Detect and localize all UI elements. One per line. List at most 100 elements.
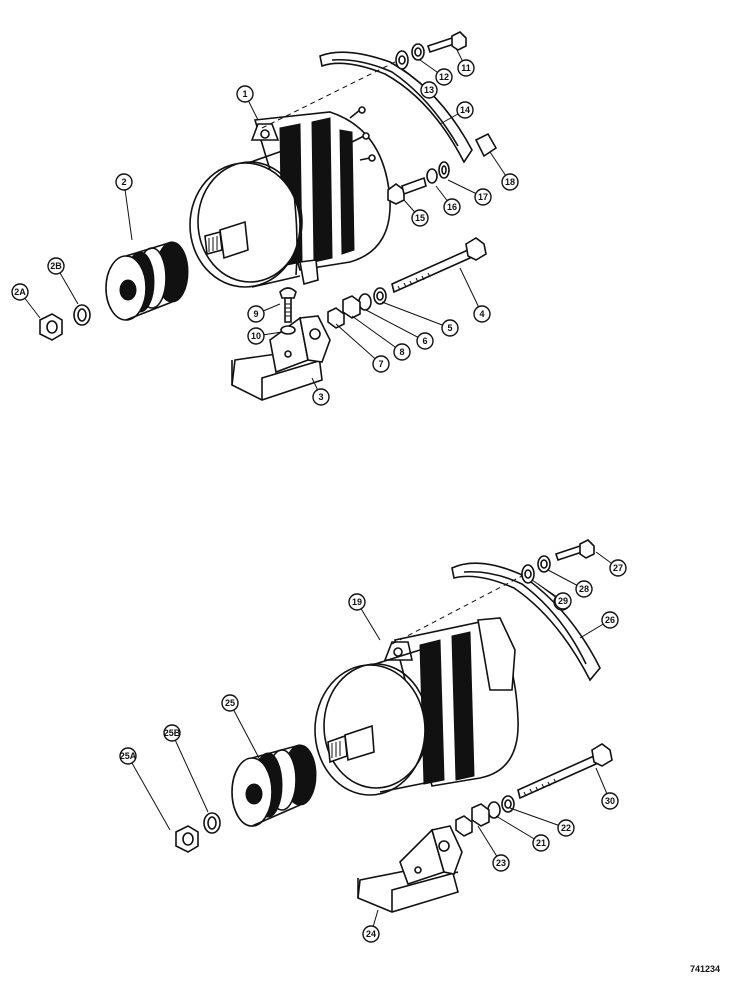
leader-line-25: [229, 702, 261, 761]
callout-10: 10: [247, 327, 283, 345]
lower-assembly: [175, 539, 613, 913]
callout-circle-8: [393, 343, 411, 361]
callout-26: 26: [579, 611, 619, 639]
leader-line-7: [335, 323, 382, 365]
leader-line-21: [495, 815, 542, 844]
callout-label-2: 2: [121, 177, 126, 187]
adjusting-strap-lower: [451, 562, 601, 682]
callout-circle-25b: [163, 724, 181, 742]
callout-15: 15: [403, 199, 429, 227]
callout-4: 4: [459, 267, 491, 323]
callout-2a: 2A: [11, 283, 41, 319]
callout-label-2a: 2A: [14, 287, 26, 297]
callout-label-25: 25: [225, 698, 235, 708]
callout-label-18: 18: [505, 177, 515, 187]
callout-circle-23: [492, 854, 510, 872]
callout-label-23: 23: [496, 858, 506, 868]
callout-5: 5: [381, 301, 459, 337]
callout-label-4: 4: [479, 309, 484, 319]
callout-19: 19: [348, 593, 381, 641]
callout-17: 17: [447, 179, 492, 206]
long-bolt-lower: [517, 743, 613, 800]
callout-circle-26: [601, 611, 619, 629]
nut-23a: [471, 803, 490, 827]
callout-circle-14: [456, 101, 474, 119]
callout-label-6: 6: [422, 336, 427, 346]
callout-label-19: 19: [352, 597, 362, 607]
leader-line-6: [365, 309, 426, 342]
callout-circle-10: [247, 327, 265, 345]
callout-1: 1: [236, 85, 259, 121]
callout-16: 16: [435, 185, 461, 216]
callout-label-24: 24: [366, 929, 376, 939]
callout-circle-25: [221, 694, 239, 712]
nut-8: [342, 295, 361, 319]
callout-circle-25a: [119, 747, 137, 765]
alternator-upper: [189, 106, 391, 288]
callout-25: 25: [221, 694, 261, 761]
callout-25a: 25A: [119, 747, 171, 831]
callout-label-1: 1: [242, 89, 247, 99]
callout-circle-18: [501, 173, 519, 191]
callout-label-22: 22: [561, 823, 571, 833]
callout-circle-24: [362, 925, 380, 943]
callout-8: 8: [351, 315, 411, 361]
callout-circle-17: [474, 188, 492, 206]
callout-11: 11: [455, 47, 475, 77]
callout-6: 6: [365, 309, 434, 350]
callout-label-7: 7: [378, 359, 383, 369]
lock-washer-lower: [203, 812, 221, 834]
callout-circle-11: [457, 59, 475, 77]
callout-29: 29: [531, 579, 572, 610]
nut-lower: [175, 825, 199, 853]
callout-circle-30: [601, 792, 619, 810]
callout-14: 14: [439, 101, 474, 125]
callout-3: 3: [311, 377, 330, 406]
leader-line-25b: [171, 732, 209, 813]
callout-label-28: 28: [579, 584, 589, 594]
callout-12: 12: [419, 59, 453, 86]
leader-line-22: [509, 807, 567, 829]
callout-label-25a: 25A: [120, 751, 137, 761]
nut-23b: [455, 815, 473, 837]
nut-7: [327, 307, 345, 329]
callout-label-21: 21: [536, 838, 546, 848]
leader-line-2: [123, 181, 133, 241]
callout-circle-2: [115, 173, 133, 191]
alternator-lower: [314, 617, 519, 796]
callout-label-29: 29: [558, 596, 568, 606]
callout-circle-5: [441, 319, 459, 337]
callout-25b: 25B: [163, 724, 209, 813]
callout-22: 22: [509, 807, 575, 837]
callout-label-13: 13: [424, 85, 434, 95]
callout-label-2b: 2B: [50, 261, 62, 271]
strap-bolt-lower: [521, 539, 595, 584]
callout-18: 18: [489, 151, 519, 191]
callout-label-26: 26: [605, 615, 615, 625]
callout-label-8: 8: [399, 347, 404, 357]
callout-circle-28: [575, 580, 593, 598]
callout-30: 30: [595, 767, 619, 810]
callout-circle-29: [554, 592, 572, 610]
pivot-bolt-upper: [387, 161, 450, 205]
pulley-lower: [231, 744, 317, 827]
leader-line-25a: [127, 755, 171, 831]
callout-circle-12: [435, 68, 453, 86]
small-bolt-upper: [279, 287, 297, 335]
callout-circle-3: [312, 388, 330, 406]
callout-label-3: 3: [318, 392, 323, 402]
strap-bolt-upper: [395, 31, 467, 70]
callout-23: 23: [477, 825, 510, 872]
callout-circle-9: [247, 305, 265, 323]
callout-label-30: 30: [605, 796, 615, 806]
callout-2: 2: [115, 173, 133, 241]
callout-label-27: 27: [613, 563, 623, 573]
callout-label-10: 10: [251, 331, 261, 341]
callout-label-14: 14: [460, 105, 470, 115]
callout-label-25b: 25B: [164, 728, 181, 738]
callout-layer: 122A2B3456789101112131415161718192021222…: [11, 47, 627, 943]
callout-7: 7: [335, 323, 390, 373]
mount-bracket-upper: [231, 315, 331, 401]
mount-bracket-lower: [357, 825, 463, 913]
